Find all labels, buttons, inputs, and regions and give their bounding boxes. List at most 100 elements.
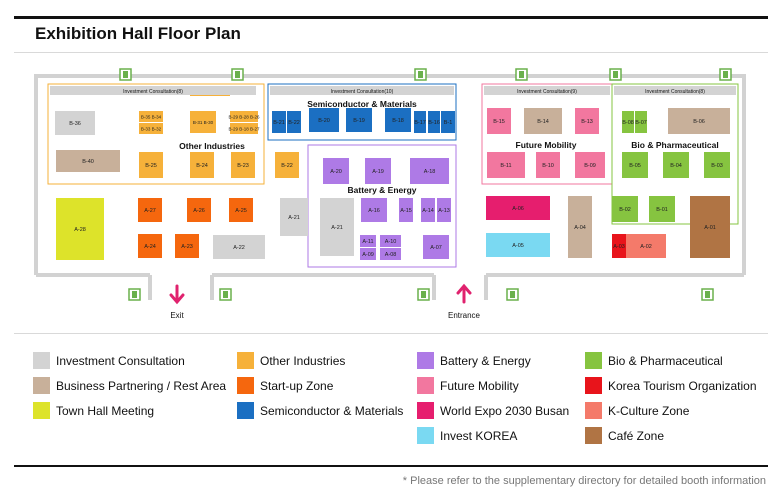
booth-b-22 bbox=[287, 111, 301, 133]
door-icon-leaf bbox=[132, 291, 137, 298]
legend-label: World Expo 2030 Busan bbox=[440, 403, 570, 418]
booth-b-33-b-32 bbox=[139, 123, 163, 134]
booth-label: A-22 bbox=[233, 245, 245, 251]
booth-label: B-11 bbox=[500, 163, 511, 169]
booth-label: A-05 bbox=[512, 243, 524, 249]
booth-label: A-08 bbox=[385, 252, 397, 258]
booth-label: B-06 bbox=[693, 119, 705, 125]
booth-label: B-29 B-28 B-26 bbox=[228, 115, 260, 120]
legend-item-expo: World Expo 2030 Busan bbox=[417, 402, 569, 419]
booth-b-03 bbox=[704, 152, 730, 178]
booth-a-08 bbox=[380, 248, 401, 260]
legend-item-business: Business Partnering / Rest Area bbox=[33, 377, 226, 394]
entrance-arrow-icon bbox=[456, 283, 472, 304]
booth-b-18 bbox=[385, 108, 411, 132]
booth-a-13 bbox=[437, 198, 451, 222]
booth-a-28 bbox=[56, 198, 104, 260]
zone-label-battery: Battery & Energy bbox=[348, 185, 417, 195]
consultation-label: Investment Consultation(9) bbox=[517, 89, 577, 95]
exit-label: Exit bbox=[170, 311, 184, 320]
booth-label: B-25 bbox=[145, 163, 157, 169]
door-icon-leaf bbox=[723, 71, 728, 78]
booth-label: A-24 bbox=[144, 244, 156, 250]
legend-label: Start-up Zone bbox=[260, 378, 334, 393]
booth-label: B-20 bbox=[318, 118, 330, 124]
booth-layer: B-36B-35 B-34B-33 B-32B-39 B-38 B-37B-31… bbox=[50, 86, 736, 260]
legend-swatch bbox=[417, 427, 434, 444]
legend-item-future: Future Mobility bbox=[417, 377, 519, 394]
booth-b-05 bbox=[622, 152, 648, 178]
booth-b-17 bbox=[414, 111, 426, 133]
booth-label: A-25 bbox=[235, 208, 247, 214]
legend-divider bbox=[14, 333, 768, 334]
booth-a-21 bbox=[280, 198, 308, 236]
legend-swatch bbox=[33, 402, 50, 419]
legend-label: Investment Consultation bbox=[56, 353, 185, 368]
booth-a-27 bbox=[138, 198, 162, 222]
booth-b-20 bbox=[309, 108, 339, 132]
booth-label: B-16 bbox=[428, 120, 440, 126]
booth-label: B-31 B-30 bbox=[193, 120, 214, 125]
legend-item-townhall: Town Hall Meeting bbox=[33, 402, 154, 419]
booth-b-29-b-18-b-27 bbox=[230, 123, 258, 134]
consultation-label: Investment Consultation(8) bbox=[645, 89, 705, 95]
booth-label: A-10 bbox=[385, 239, 397, 245]
booth-b-19 bbox=[346, 108, 372, 132]
booth-label: B-1 bbox=[444, 120, 453, 126]
booth-label: B-21 bbox=[273, 120, 285, 126]
legend-label: Semiconductor & Materials bbox=[260, 403, 404, 418]
door-icon-leaf bbox=[223, 291, 228, 298]
legend-item-investment: Investment Consultation bbox=[33, 352, 185, 369]
booth-label: B-24 bbox=[196, 163, 208, 169]
booth-b-07 bbox=[635, 111, 647, 133]
title-divider bbox=[14, 52, 768, 53]
booth-label: B-35 B-34 bbox=[141, 115, 162, 120]
legend-item-other: Other Industries bbox=[237, 352, 345, 369]
booth-a-18 bbox=[410, 158, 449, 184]
booth-label: A-18 bbox=[424, 169, 436, 175]
footnote: * Please refer to the supplementary dire… bbox=[402, 475, 766, 487]
booth-b-10 bbox=[536, 152, 560, 178]
legend-item-semi: Semiconductor & Materials bbox=[237, 402, 403, 419]
booth-label: B-01 bbox=[656, 207, 668, 213]
booth-label: A-06 bbox=[512, 206, 524, 212]
booth-b-40 bbox=[56, 150, 120, 172]
booth-a-21 bbox=[320, 198, 354, 256]
booth-label: A-09 bbox=[362, 252, 374, 258]
legend-swatch bbox=[585, 352, 602, 369]
consultation-label: Investment Consultation(10) bbox=[331, 89, 394, 95]
booth-b-13 bbox=[575, 108, 599, 134]
legend-swatch bbox=[417, 402, 434, 419]
booth-label: B-33 B-32 bbox=[141, 127, 162, 132]
booth-label: A-28 bbox=[74, 227, 86, 233]
booth-a-22 bbox=[213, 235, 265, 259]
booth-b-11 bbox=[487, 152, 525, 178]
booth-label: A-23 bbox=[181, 244, 193, 250]
legend-item-battery: Battery & Energy bbox=[417, 352, 531, 369]
legend-label: Invest KOREA bbox=[440, 428, 518, 443]
legend-item-bio: Bio & Pharmaceutical bbox=[585, 352, 723, 369]
booth-label: A-01 bbox=[704, 225, 716, 231]
booth-a-26 bbox=[187, 198, 211, 222]
booth-label: B-22 bbox=[288, 120, 300, 126]
zone-label-bio: Bio & Pharmaceutical bbox=[631, 140, 718, 150]
booth-label: A-21 bbox=[331, 225, 343, 231]
booth-a-01 bbox=[690, 196, 730, 258]
booth-label: B-09 bbox=[584, 163, 596, 169]
zone-outline bbox=[267, 83, 457, 141]
booth-label: B-36 bbox=[69, 121, 81, 127]
legend-swatch bbox=[33, 352, 50, 369]
top-rule bbox=[14, 16, 768, 19]
booth-label: B-15 bbox=[493, 119, 505, 125]
booth-b-06 bbox=[668, 108, 730, 134]
legend-label: K-Culture Zone bbox=[608, 403, 690, 418]
booth-b-24 bbox=[190, 152, 214, 178]
booth-label: B-13 bbox=[581, 119, 593, 125]
legend-swatch bbox=[417, 352, 434, 369]
booth-label: B-22 bbox=[281, 163, 293, 169]
booth-b-31-b-30 bbox=[190, 111, 216, 133]
consultation-strip bbox=[50, 86, 256, 95]
booth-a-06 bbox=[486, 196, 550, 220]
booth-b-04 bbox=[663, 152, 689, 178]
